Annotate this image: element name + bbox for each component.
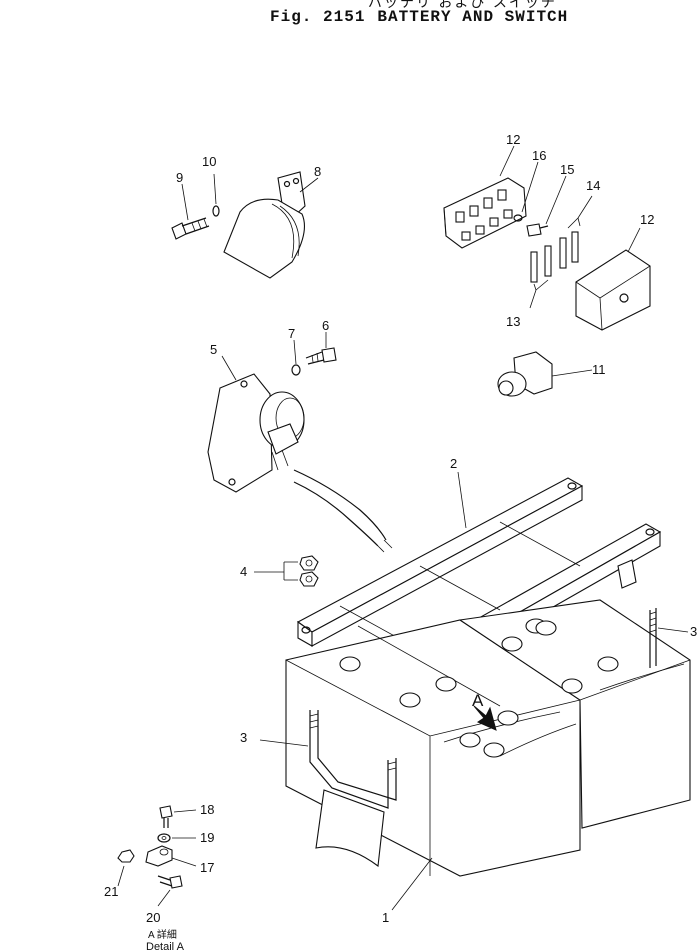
battery-cover-flap — [315, 789, 385, 868]
callout-9: 9 — [176, 170, 183, 185]
washer-part-10 — [212, 205, 220, 217]
callout-19: 19 — [200, 830, 214, 845]
callout-21: 21 — [104, 884, 118, 899]
callout-10: 10 — [202, 154, 216, 169]
callout-17: 17 — [200, 860, 214, 875]
callout-8: 8 — [314, 164, 321, 179]
detail-a-arrow: A — [472, 691, 497, 731]
figure-number: Fig. 2151 — [270, 8, 366, 26]
relay-cover-part-12 — [575, 249, 651, 331]
callout-15: 15 — [560, 162, 574, 177]
switch-part-11 — [497, 351, 553, 397]
relay-base-part-12 — [443, 177, 527, 249]
callout-16: 16 — [532, 148, 546, 163]
callout-3-right: 3 — [690, 624, 697, 639]
figure-name: BATTERY AND SWITCH — [377, 8, 569, 26]
screw-part-15 — [526, 223, 549, 237]
battery-part-1-rear — [458, 599, 691, 829]
callout-7: 7 — [288, 326, 295, 341]
pins-part-14 — [559, 231, 579, 269]
title-japanese: バッテリ および スイッチ — [368, 0, 557, 11]
horn-part-5 — [207, 373, 305, 493]
horn-part-8 — [223, 171, 306, 279]
callout-12-cover: 12 — [640, 212, 654, 227]
callout-1: 1 — [382, 910, 389, 925]
callout-5: 5 — [210, 342, 217, 357]
callout-13: 13 — [506, 314, 520, 329]
washer-part-7 — [291, 364, 301, 376]
washer-part-16 — [513, 214, 523, 222]
detail-caption-en: Detail A — [146, 941, 185, 952]
detail-caption-jp: A 詳細 — [148, 928, 177, 941]
nuts-part-4 — [299, 555, 319, 587]
callout-12-top: 12 — [506, 132, 520, 147]
figure-title: Fig. 2151 BATTERY AND SWITCH — [270, 8, 580, 26]
callout-labels: 9 10 8 12 16 15 14 12 13 11 5 7 6 4 2 3 … — [104, 132, 697, 925]
pins-part-13 — [530, 245, 552, 283]
callout-20: 20 — [146, 910, 160, 925]
bolt-part-9 — [171, 217, 210, 240]
callout-18: 18 — [200, 802, 214, 817]
callout-4: 4 — [240, 564, 247, 579]
callout-2: 2 — [450, 456, 457, 471]
rod-part-3-left — [309, 710, 397, 809]
rod-part-3-right — [649, 608, 657, 668]
callout-11: 11 — [592, 362, 606, 377]
cable — [293, 469, 393, 553]
callout-3-left: 3 — [240, 730, 247, 745]
callout-14: 14 — [586, 178, 600, 193]
leader-lines — [117, 145, 689, 911]
callout-6: 6 — [322, 318, 329, 333]
bolt-part-6 — [305, 347, 337, 365]
detail-marker: A — [472, 691, 484, 710]
detail-a-parts — [117, 805, 183, 889]
